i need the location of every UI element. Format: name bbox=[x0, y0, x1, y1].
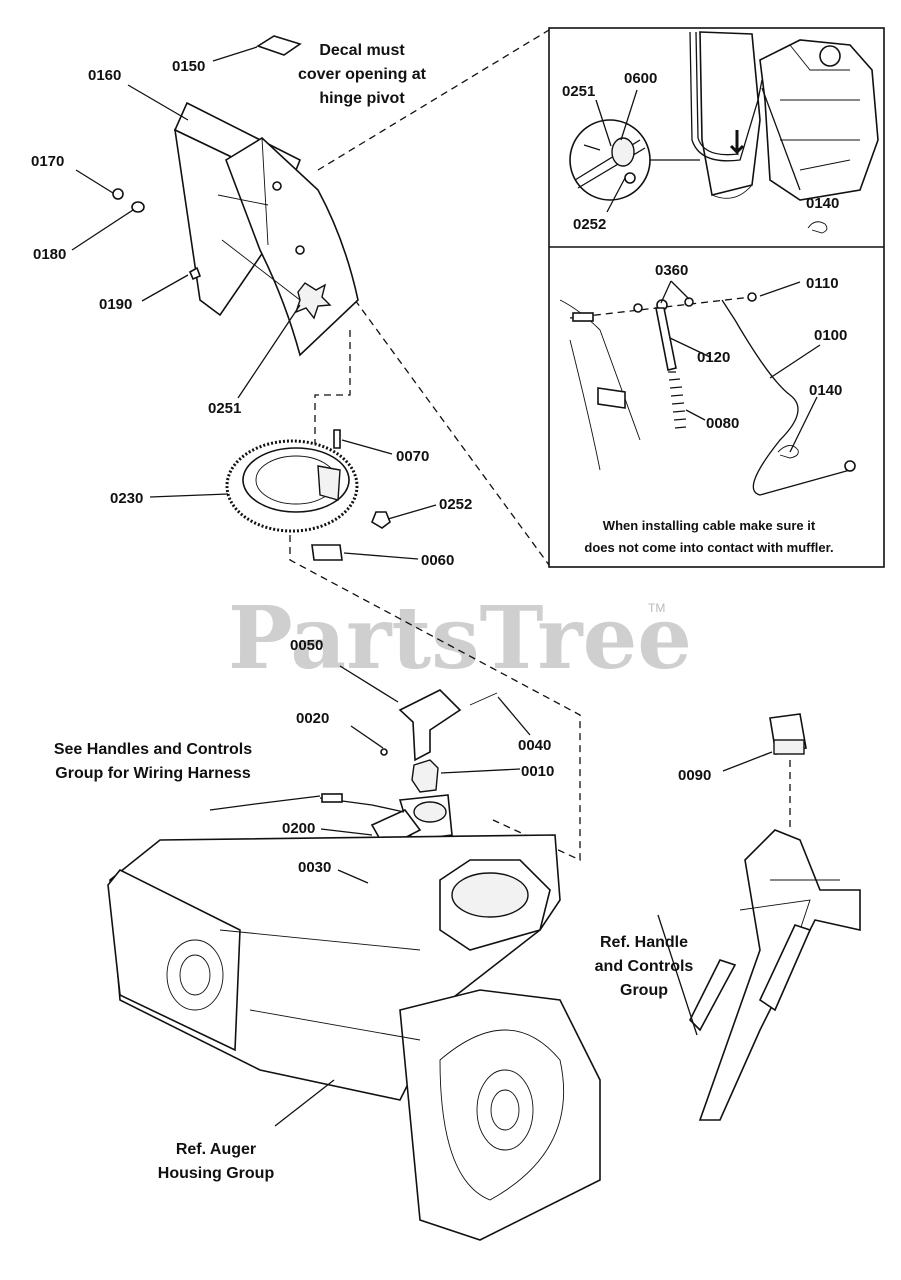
part-label-0120[interactable]: 0120 bbox=[697, 349, 730, 366]
part-label-0090[interactable]: 0090 bbox=[678, 767, 711, 784]
auger-ref-line1: Ref. Auger bbox=[176, 1141, 256, 1158]
part-label-0140-top[interactable]: 0140 bbox=[806, 195, 839, 212]
wiring-note-line1: See Handles and Controls bbox=[54, 741, 252, 758]
part-label-0251-inset[interactable]: 0251 bbox=[562, 83, 595, 100]
part-label-0252-inset[interactable]: 0252 bbox=[573, 216, 606, 233]
part-label-0190[interactable]: 0190 bbox=[99, 296, 132, 313]
part-label-0030[interactable]: 0030 bbox=[298, 859, 331, 876]
part-label-0150[interactable]: 0150 bbox=[172, 58, 205, 75]
part-label-0200[interactable]: 0200 bbox=[282, 820, 315, 837]
cable-warning-line2: does not come into contact with muffler. bbox=[584, 540, 833, 555]
decal-note-line2: cover opening at bbox=[298, 66, 427, 83]
cable-warning-line1: When installing cable make sure it bbox=[603, 518, 816, 533]
handle-ref-line1: Ref. Handle bbox=[600, 934, 688, 951]
handle-ref-line2: and Controls bbox=[595, 958, 694, 975]
decal-note-line1: Decal must bbox=[319, 42, 405, 59]
leader-lines bbox=[71, 46, 821, 1127]
watermark-text: PartsTree bbox=[228, 588, 692, 689]
part-label-0060[interactable]: 0060 bbox=[421, 552, 454, 569]
wiring-note-line2: Group for Wiring Harness bbox=[55, 765, 251, 782]
part-label-0020[interactable]: 0020 bbox=[296, 710, 329, 727]
watermark-tm: TM bbox=[648, 601, 665, 615]
part-label-0080[interactable]: 0080 bbox=[706, 415, 739, 432]
chute-motor-assembly bbox=[209, 689, 498, 906]
decal-note-line3: hinge pivot bbox=[319, 90, 405, 107]
handle-group bbox=[689, 713, 861, 1121]
part-label-0110[interactable]: 0110 bbox=[806, 275, 839, 292]
cable-assembly-detail bbox=[559, 292, 856, 496]
part-label-0010[interactable]: 0010 bbox=[521, 763, 554, 780]
part-label-0050[interactable]: 0050 bbox=[290, 637, 323, 654]
handle-ref-line3: Group bbox=[620, 982, 668, 999]
part-label-0140-bottom[interactable]: 0140 bbox=[809, 382, 842, 399]
inset-leader-bottom bbox=[354, 299, 550, 566]
auger-ref-line2: Housing Group bbox=[158, 1165, 275, 1182]
part-label-0170[interactable]: 0170 bbox=[31, 153, 64, 170]
part-label-0360[interactable]: 0360 bbox=[655, 262, 688, 279]
chute-ring-gear bbox=[225, 429, 581, 862]
discharge-chute bbox=[112, 35, 359, 460]
part-label-0070[interactable]: 0070 bbox=[396, 448, 429, 465]
part-label-0251[interactable]: 0251 bbox=[208, 400, 241, 417]
part-label-0180[interactable]: 0180 bbox=[33, 246, 66, 263]
cable-clip-detail bbox=[569, 31, 879, 234]
part-label-0230[interactable]: 0230 bbox=[110, 490, 143, 507]
part-label-0600[interactable]: 0600 bbox=[624, 70, 657, 87]
part-label-0100[interactable]: 0100 bbox=[814, 327, 847, 344]
part-label-0252[interactable]: 0252 bbox=[439, 496, 472, 513]
part-label-0040[interactable]: 0040 bbox=[518, 737, 551, 754]
part-label-0160[interactable]: 0160 bbox=[88, 67, 121, 84]
part-labels: 0150 0160 0170 0180 0190 0251 0070 0230 … bbox=[31, 58, 847, 876]
inset-panel bbox=[548, 27, 885, 568]
inset-leader-top bbox=[317, 29, 550, 171]
auger-housing bbox=[107, 834, 601, 1241]
diagram-notes: Decal must cover opening at hinge pivot … bbox=[54, 42, 834, 1182]
